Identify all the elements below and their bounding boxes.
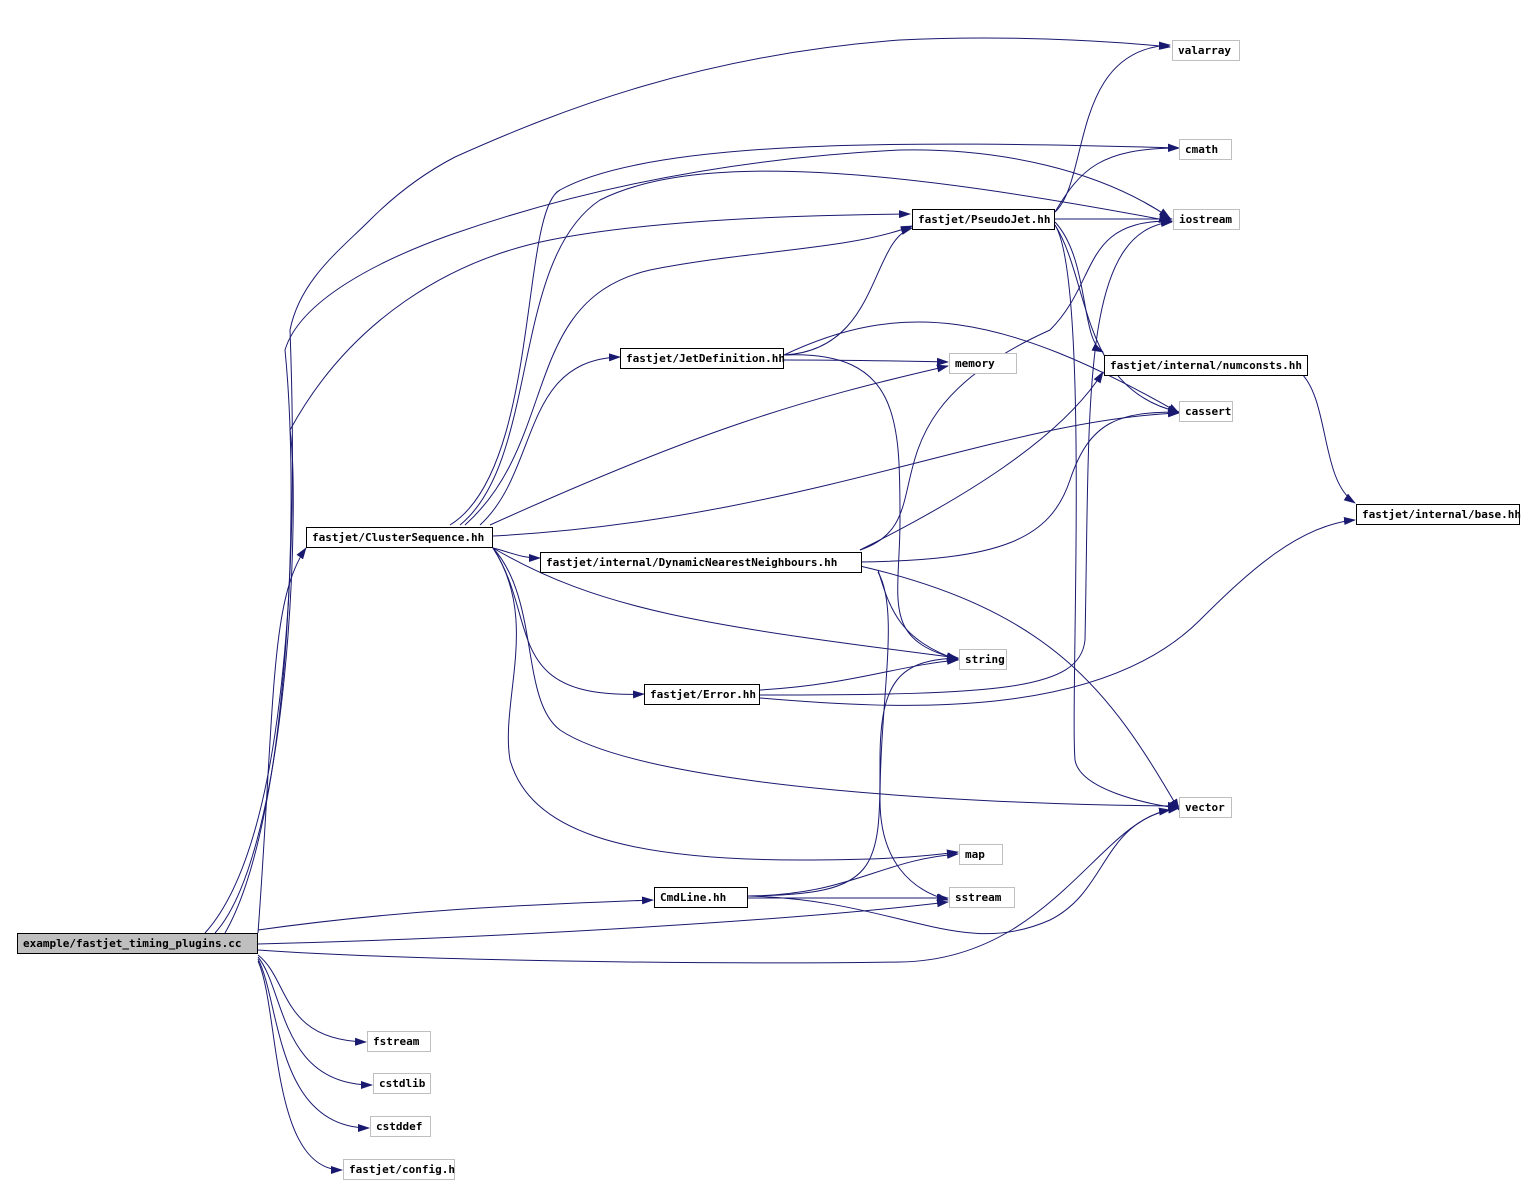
edge-clusterseq-cmath [449, 143, 1180, 526]
node-fstream: fstream [367, 1031, 431, 1052]
edge-dnn-numconsts [859, 371, 1104, 551]
edge-cmdline-map [747, 850, 959, 897]
edge-jetdef-cassert [783, 321, 1180, 414]
edge-clusterseq-memory [489, 364, 949, 526]
edge-jetdef-pseudojet [783, 227, 913, 356]
edge-error-string [759, 656, 959, 691]
edge-error-base [759, 517, 1356, 706]
edge-cmdline-vector [747, 805, 1180, 935]
edge-jetdef-memory [783, 357, 949, 366]
edge-pseudojet-numconsts [1054, 221, 1104, 353]
edge-clusterseq-jetdef [479, 353, 621, 526]
node-cstddef: cstddef [370, 1116, 431, 1137]
edge-clusterseq-map [492, 547, 959, 861]
node-iostream: iostream [1173, 209, 1240, 230]
node-cmdline[interactable]: CmdLine.hh [654, 887, 748, 908]
edge-root-valarray [204, 37, 1171, 934]
edge-numconsts-base [1299, 371, 1356, 504]
edge-root-clusterseq [257, 547, 307, 934]
edge-root-cstdlib [257, 956, 373, 1089]
edge-clusterseq-cassert [492, 409, 1180, 537]
node-dynamicnearestneighbours[interactable]: fastjet/internal/DynamicNearestNeighbour… [540, 552, 862, 573]
node-string: string [959, 649, 1007, 670]
edge-pseudojet-cmath [1054, 144, 1180, 213]
edge-pseudojet-cassert [1054, 224, 1180, 414]
edge-root-sstream [257, 899, 949, 945]
node-root-file: example/fastjet_timing_plugins.cc [17, 933, 258, 954]
edge-pseudojet-vector [1054, 224, 1180, 811]
edge-dnn-vector [859, 565, 1180, 811]
node-memory: memory [949, 353, 1017, 374]
edge-cmdline-string [747, 654, 959, 897]
node-cassert: cassert [1179, 401, 1233, 422]
node-jetdefinition[interactable]: fastjet/JetDefinition.hh [620, 348, 785, 369]
node-error[interactable]: fastjet/Error.hh [644, 684, 760, 705]
node-config: fastjet/config.h [343, 1159, 455, 1180]
edge-dnn-cassert [859, 408, 1180, 563]
edge-root-config [257, 960, 343, 1174]
edge-root-pseudojet [214, 210, 911, 934]
node-cmath: cmath [1179, 139, 1232, 160]
node-cstdlib: cstdlib [373, 1073, 431, 1094]
edge-clusterseq-string [492, 547, 959, 661]
node-numconsts[interactable]: fastjet/internal/numconsts.hh [1104, 355, 1308, 376]
edge-clusterseq-iostream [459, 170, 1171, 526]
node-map: map [959, 844, 1003, 865]
node-sstream: sstream [949, 887, 1015, 908]
edge-root-cmdline [257, 896, 654, 931]
edge-root-iostream [224, 149, 1171, 934]
node-base[interactable]: fastjet/internal/base.hh [1356, 504, 1521, 525]
node-vector: vector [1179, 797, 1232, 818]
edge-clusterseq-dnn [492, 547, 541, 562]
node-clustersequence[interactable]: fastjet/ClusterSequence.hh [306, 527, 493, 548]
edge-clusterseq-vector [492, 547, 1180, 810]
edge-error-iostream [759, 218, 1173, 696]
edge-clusterseq-pseudojet [464, 225, 913, 526]
node-valarray: valarray [1172, 40, 1240, 61]
edge-dnn-iostream [859, 216, 1173, 551]
edge-jetdef-string [783, 354, 959, 661]
edge-root-fstream [257, 954, 367, 1046]
edge-root-vector [257, 807, 1171, 964]
edge-dnn-sstream [877, 571, 949, 902]
edge-root-cstddef [257, 958, 370, 1132]
edge-dnn-string [877, 569, 959, 661]
node-pseudojet[interactable]: fastjet/PseudoJet.hh [912, 209, 1055, 230]
